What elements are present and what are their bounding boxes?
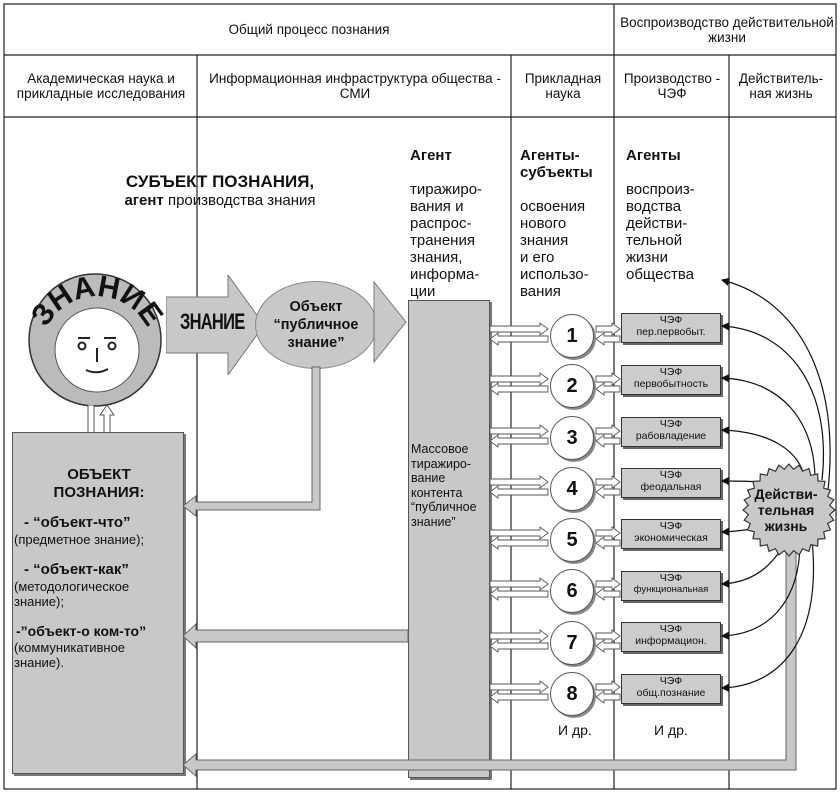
cef-3-top: ЧЭФ <box>659 418 683 430</box>
cef-8-bottom: общ.познание <box>636 687 706 699</box>
row-8-right-arrows <box>595 680 621 704</box>
header-real-life: Действитель-ная жизнь <box>738 71 824 101</box>
cef-5-top: ЧЭФ <box>659 520 683 532</box>
public-object-line3: знание” <box>287 335 345 351</box>
agent-replication-head: Агент <box>410 147 452 164</box>
public-knowledge-object: Объект “публичное знание” <box>255 281 377 369</box>
circle-8: 8 <box>550 672 594 716</box>
cef-4-top: ЧЭФ <box>659 469 683 481</box>
subject-agent-bold: агент <box>124 192 164 209</box>
row-2-left-arrows <box>489 372 549 396</box>
cef-1-bottom: пер.первобыт. <box>636 326 706 338</box>
circle-7: 7 <box>550 621 594 665</box>
row-1-left-arrows <box>489 322 549 346</box>
header-reproduction: Воспроизводство действительной жизни <box>620 15 834 45</box>
object-of-cognition-text: ОБЪЕКТ ПОЗНАНИЯ: - “объект-что” (предмет… <box>14 466 184 670</box>
knowledge-arrow <box>166 275 265 375</box>
object-item3-rest: (коммуникативное знание). <box>14 640 126 670</box>
public-object-line1: Объект <box>289 299 343 315</box>
object-item3-bold: -”объект-о ком-то” <box>16 623 147 639</box>
public-to-mass-arrow <box>373 280 407 364</box>
real-life-gear <box>742 463 836 557</box>
row-1-right-arrows <box>595 322 621 346</box>
cef-8-top: ЧЭФ <box>659 675 683 687</box>
circle-3: 3 <box>550 416 594 460</box>
header-applied-science: Прикладная наука <box>524 71 602 101</box>
cef-4-bottom: феодальная <box>640 481 702 493</box>
cef-6-bottom: функциональная <box>633 584 709 595</box>
header-info-infrastructure: Информационная инфраструктура общества -… <box>209 71 501 101</box>
subject-title: СУБЪЕКТ ПОЗНАНИЯ, <box>125 172 315 191</box>
agent-subjects: Агенты- субъекты освоения нового знания … <box>520 130 612 317</box>
real-life-label: Действи-тельная жизнь <box>754 486 818 534</box>
row-6-left-arrows <box>489 577 549 601</box>
cef-2-bottom: первобытность <box>633 378 709 390</box>
agent-replication: Агент тиражиро- вания и распрос- транени… <box>410 130 510 317</box>
row-4-left-arrows <box>489 475 549 499</box>
circle-1: 1 <box>550 314 594 358</box>
subject-agent-rest: производства знания <box>163 192 316 209</box>
agent-reproduction-head: Агенты <box>626 147 681 164</box>
row-3-right-arrows <box>595 424 621 448</box>
row-2-right-arrows <box>595 372 621 396</box>
object-item2-bold: - “объект-как” <box>24 561 129 578</box>
and-more-production: И др. <box>654 722 688 738</box>
and-more-applied: И др. <box>558 722 592 738</box>
row-4-right-arrows <box>595 475 621 499</box>
cef-6-top: ЧЭФ <box>659 572 683 584</box>
agent-reproduction: Агенты воспроиз- водства действи- тельно… <box>626 130 726 300</box>
row-7-left-arrows <box>489 629 549 653</box>
header-general-process: Общий процесс познания <box>228 22 390 37</box>
mass-replication-label: Массовое тиражиро-вание контента “публич… <box>411 442 477 529</box>
object-item1-bold: - “объект-что” <box>24 514 131 531</box>
header-academic-science: Академическая наука и прикладные исследо… <box>16 71 186 101</box>
row-8-left-arrows <box>489 680 549 704</box>
cef-7-top: ЧЭФ <box>659 623 683 635</box>
circle-5: 5 <box>550 518 594 562</box>
subject-of-cognition: СУБЪЕКТ ПОЗНАНИЯ, агент производства зна… <box>60 172 380 210</box>
cef-7-bottom: информацион. <box>635 635 707 647</box>
cef-5-bottom: экономическая <box>634 532 708 544</box>
knowledge-arrow-label: ЗНАНИЕ <box>180 309 245 334</box>
cef-2-top: ЧЭФ <box>659 366 683 378</box>
row-3-left-arrows <box>489 424 549 448</box>
agent-replication-body: тиражиро- вания и распрос- транения знан… <box>410 181 483 300</box>
header-production-cef: Производство - ЧЭФ <box>623 71 721 101</box>
public-object-line2: “публичное <box>273 317 359 333</box>
subject-agent-line: агент производства знания <box>60 192 380 210</box>
row-7-right-arrows <box>595 629 621 653</box>
object-title: ОБЪЕКТ ПОЗНАНИЯ: <box>53 466 145 501</box>
cef-3-bottom: рабовладение <box>635 430 707 442</box>
object-item2-rest: (методологическое знание); <box>14 579 130 609</box>
agent-subjects-body: освоения нового знания и его использо- в… <box>520 198 589 300</box>
mass-replication-box <box>408 300 490 778</box>
cef-1-top: ЧЭФ <box>659 314 683 326</box>
knowledge-face: ЗНАНИЕ <box>25 270 169 407</box>
object-item1-rest: (предметное знание); <box>14 532 145 547</box>
row-6-right-arrows <box>595 577 621 601</box>
circle-2: 2 <box>550 364 594 408</box>
row-5-right-arrows <box>595 526 621 550</box>
circle-6: 6 <box>550 569 594 613</box>
agent-reproduction-body: воспроиз- водства действи- тельной жизни… <box>626 181 695 283</box>
agent-subjects-head: Агенты- субъекты <box>520 147 593 181</box>
row-5-left-arrows <box>489 526 549 550</box>
object-of-cognition-box <box>12 432 184 774</box>
circle-4: 4 <box>550 467 594 511</box>
